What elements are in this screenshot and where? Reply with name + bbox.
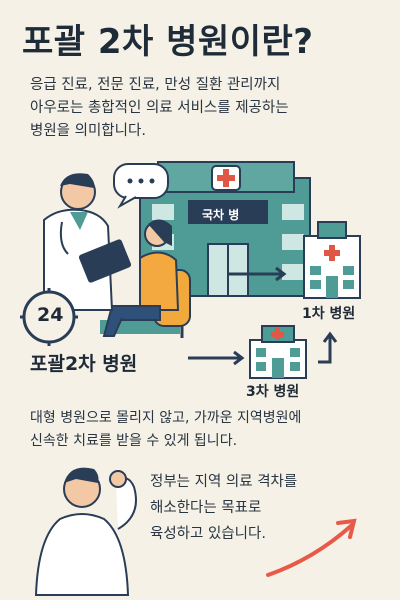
growth-arrow-icon — [266, 518, 357, 577]
goal-line: 해소한다는 목표로 — [150, 500, 262, 516]
goal-text: 정부는 지역 의료 격차를 해소한다는 목표로 육성하고 있습니다. — [150, 469, 390, 547]
intro-line: 아우로는 총합적인 의료 서비스를 제공하는 — [30, 100, 289, 116]
arrow-main-to-tertiary — [188, 350, 245, 366]
strong-man-illustration — [34, 467, 357, 596]
arrow-to-primary — [228, 266, 287, 282]
page-title: 포괄 2차 병원이란? — [22, 22, 314, 62]
arrow-tertiary-to-primary — [318, 331, 338, 364]
patient-figure — [100, 219, 191, 338]
clock-label: 24 — [37, 304, 64, 326]
benefit-line: 신속한 치료를 받을 수 있게 됩니다. — [30, 433, 238, 449]
tertiary-hospital-label: 3차 병원 — [246, 384, 300, 400]
speech-bubble-icon — [113, 163, 169, 209]
goal-line: 정부는 지역 의료 격차를 — [150, 474, 298, 490]
primary-hospital-icon — [303, 221, 361, 299]
clock-24-icon — [20, 288, 78, 346]
intro-line: 응급 진료, 전문 진료, 만성 질환 관리까지 — [30, 77, 281, 93]
flexing-man-figure — [34, 467, 137, 596]
intro-text: 응급 진료, 전문 진료, 만성 질환 관리까지 아우로는 총합적인 의료 서비… — [30, 74, 380, 143]
doctor-figure — [43, 173, 132, 311]
benefit-line: 대형 병원으로 몰리지 않고, 가까운 지역병원에 — [30, 410, 302, 426]
benefit-text: 대형 병원으로 몰리지 않고, 가까운 지역병원에 신속한 치료를 받을 수 있… — [30, 407, 390, 453]
hospital-sign-label: 국차 병 — [202, 208, 240, 222]
goal-line: 육성하고 있습니다. — [150, 526, 266, 542]
large-hospital-icon — [139, 161, 311, 297]
hospital-system-illustration — [20, 161, 361, 379]
main-hospital-label: 포괄2차 병원 — [30, 353, 138, 375]
intro-line: 병원을 의미합니다. — [30, 123, 146, 139]
tertiary-hospital-icon — [249, 325, 307, 379]
primary-hospital-label: 1차 병원 — [302, 306, 356, 322]
